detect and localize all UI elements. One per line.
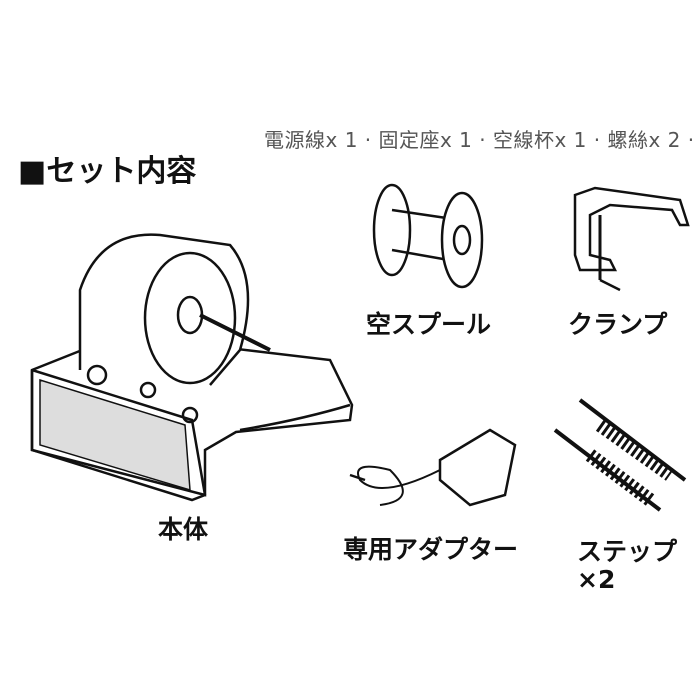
- main-unit-illustration: [30, 233, 354, 502]
- adapter-illustration: [349, 428, 517, 507]
- spool-illustration: [372, 183, 484, 289]
- steps-illustration: [553, 398, 687, 512]
- label-main-unit: 本体: [158, 515, 209, 544]
- set-contents-title: ■セット内容: [18, 154, 197, 189]
- clamp-illustration: [573, 186, 690, 292]
- included-items-caption: 電源線x 1 · 固定座x 1 · 空線杯x 1 · 螺絲x 2 ·: [264, 128, 695, 152]
- label-spool: 空スプール: [366, 310, 492, 339]
- label-steps: ステップ: [577, 537, 678, 566]
- label-adapter: 専用アダプター: [343, 535, 519, 564]
- label-clamp: クランプ: [568, 310, 668, 339]
- label-steps-qty: ×2: [577, 565, 616, 594]
